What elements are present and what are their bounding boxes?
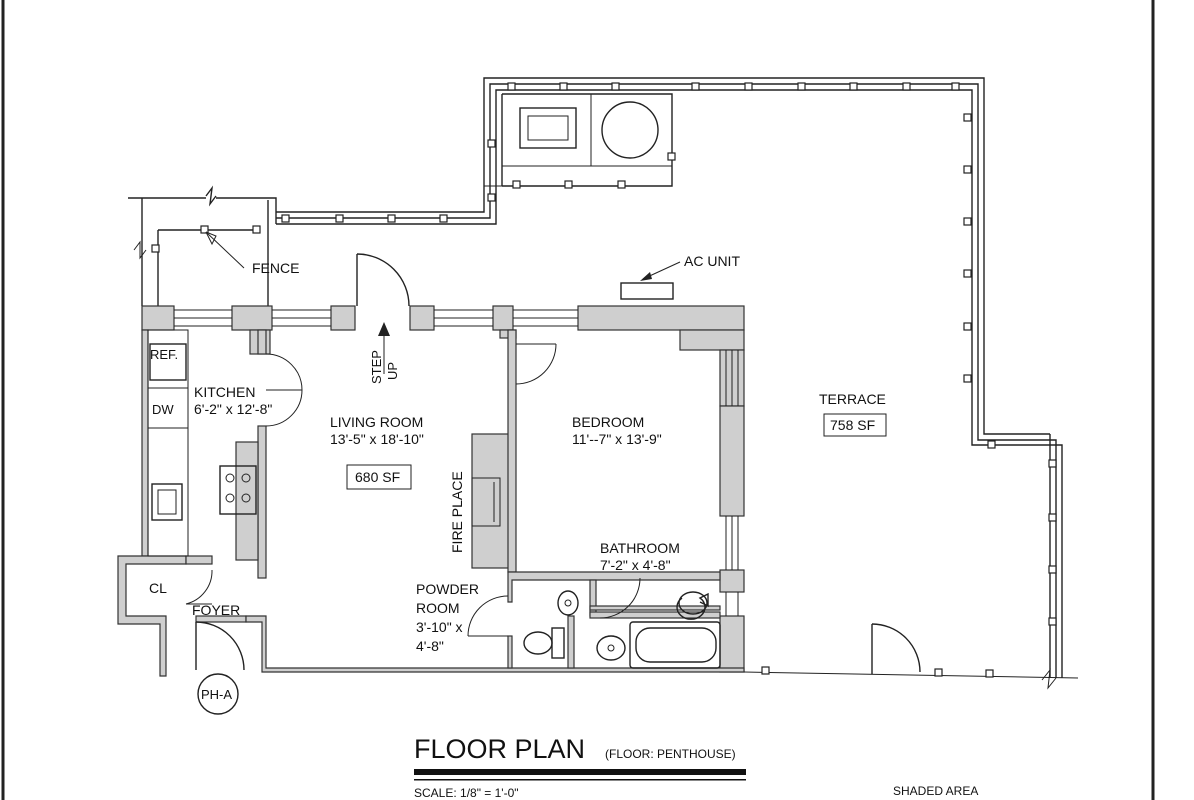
closet-label: CL [149, 580, 167, 596]
fence-label: FENCE [252, 260, 299, 276]
living-room-name: LIVING ROOM [330, 414, 423, 430]
kitchen-name: KITCHEN [194, 384, 255, 400]
fireplace-label: FIRE PLACE [449, 471, 465, 553]
dw-label: DW [152, 402, 174, 417]
bedroom-dims: 11'--7" x 13'-9" [572, 431, 662, 447]
title-underline-thin [414, 779, 746, 781]
railing-posts [281, 82, 1057, 626]
title-underline-thick [414, 769, 746, 775]
bedroom-name: BEDROOM [572, 414, 644, 430]
bathroom-dims: 7'-2" x 4'-8" [600, 557, 671, 573]
powder-room-dims-1: 3'-10" x [416, 619, 463, 635]
step-up-door [356, 253, 410, 374]
bathroom-name: BATHROOM [600, 540, 680, 556]
step-label: STEP [369, 350, 384, 384]
bathrooms [467, 571, 721, 669]
powder-room-name-2: ROOM [416, 600, 460, 616]
terrace-railing [276, 77, 1063, 678]
exterior-walls [117, 305, 745, 677]
scale-note: SCALE: 1/8" = 1'-0" [414, 786, 519, 800]
fence [128, 185, 277, 306]
kitchen-doors [265, 353, 303, 427]
terrace-name: TERRACE [819, 391, 886, 407]
unit-tag-circle [197, 673, 239, 715]
ac-unit-label: AC UNIT [684, 253, 740, 269]
ref-label: REF. [150, 347, 178, 362]
bedroom-partition [507, 329, 557, 573]
terrace-sf: 758 SF [830, 417, 875, 433]
fireplace [471, 433, 511, 569]
unit-tag: PH-A [201, 687, 232, 702]
up-label: UP [385, 362, 400, 380]
terrace-sf-box [823, 413, 887, 437]
living-room-sf: 680 SF [355, 469, 400, 485]
kitchen-counters [147, 329, 259, 561]
shaded-area-note: SHADED AREA [893, 784, 978, 798]
powder-room-name-1: POWDER [416, 581, 479, 597]
kitchen-dims: 6'-2" x 12'-8" [194, 401, 272, 417]
plan-title: FLOOR PLAN [414, 734, 585, 764]
ac-unit [620, 261, 681, 300]
living-sf-box [346, 464, 412, 490]
foyer-label: FOYER [192, 602, 240, 618]
foyer-doors [185, 569, 245, 715]
terrace-edge [743, 623, 1079, 690]
mechanical-enclosure [484, 93, 676, 189]
powder-room-dims-2: 4'-8" [416, 638, 444, 654]
living-room-dims: 13'-5" x 18'-10" [330, 431, 424, 447]
floor-note: (FLOOR: PENTHOUSE) [605, 747, 736, 761]
